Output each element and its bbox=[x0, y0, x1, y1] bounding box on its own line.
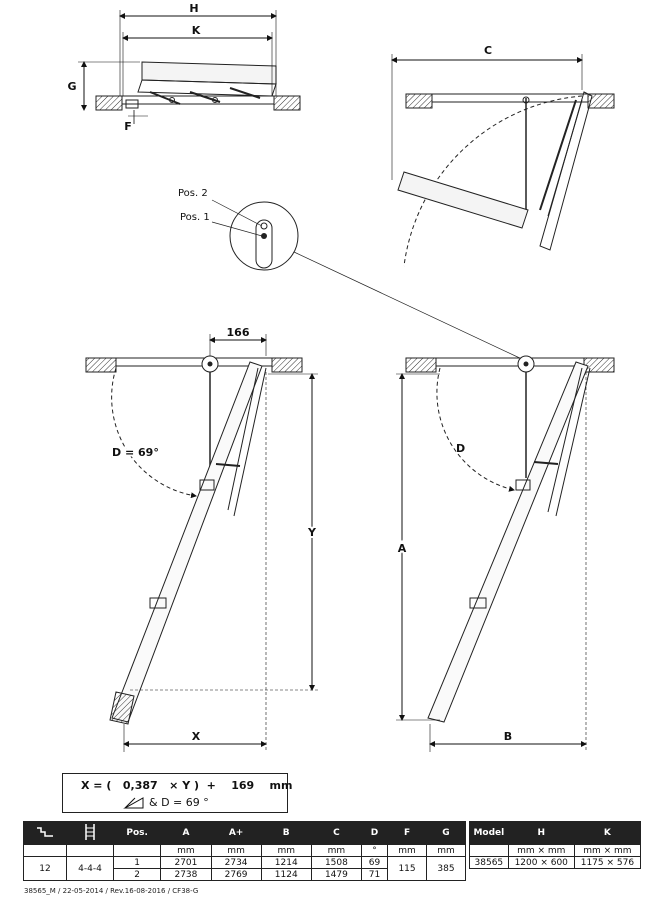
steps-value: 12 bbox=[23, 856, 67, 881]
col-pos: Pos. bbox=[112, 821, 162, 845]
col-model: Model bbox=[469, 821, 509, 845]
folded-view: H K G F bbox=[67, 2, 301, 133]
unfolded-view-left: 166 Y X D = 69° bbox=[85, 326, 319, 752]
label-X: X bbox=[192, 730, 201, 743]
label-F: F bbox=[124, 120, 132, 133]
formula-line1: X = ( 0,387 × Y ) + 169 mm bbox=[81, 779, 293, 792]
col-B: B bbox=[260, 821, 312, 845]
label-C: C bbox=[484, 44, 492, 57]
label-pos2: Pos. 2 bbox=[178, 188, 208, 199]
table-row: 2 2738 2769 1124 1479 71 bbox=[24, 868, 466, 881]
detail-circle: Pos. 2 Pos. 1 bbox=[178, 188, 525, 361]
pattern-value: 4-4-4 bbox=[66, 856, 114, 881]
opening-view: C bbox=[391, 44, 615, 267]
table-row: 12 4-4-4 1 2701 2734 1214 1508 69 115 38… bbox=[23, 856, 466, 881]
table-row: 38565 1200 × 600 1175 × 576 bbox=[469, 856, 642, 869]
unfolded-view-right: A B D bbox=[396, 355, 615, 752]
col-H: H bbox=[507, 821, 575, 845]
model-table: Model H K mm × mm mm × mm 38565 1200 × 6… bbox=[469, 821, 642, 869]
formula-box: X = ( 0,387 × Y ) + 169 mm & D = 69 ° bbox=[62, 773, 292, 813]
col-G: G bbox=[426, 821, 466, 845]
label-G: G bbox=[67, 80, 76, 93]
label-166: 166 bbox=[227, 326, 250, 339]
spec-table: Pos. A A+ B C D F G mm mm mm mm ° mm mm … bbox=[23, 821, 466, 881]
label-H: H bbox=[189, 2, 198, 15]
units-row: mm × mm mm × mm bbox=[469, 844, 642, 857]
label-Y: Y bbox=[307, 526, 317, 539]
steps-icon bbox=[23, 821, 67, 845]
technical-drawing: H K G F C Pos. 2 Pos. 1 bbox=[67, 2, 615, 752]
ladder-angle-icon bbox=[123, 797, 144, 809]
label-D69: D = 69° bbox=[112, 446, 159, 459]
G-value: 385 bbox=[426, 856, 466, 881]
label-A: A bbox=[398, 542, 407, 555]
units-row: mm mm mm mm ° mm mm bbox=[23, 844, 466, 857]
label-pos1: Pos. 1 bbox=[180, 212, 210, 223]
col-C: C bbox=[310, 821, 362, 845]
col-D: D bbox=[360, 821, 389, 845]
col-F: F bbox=[387, 821, 427, 845]
col-K: K bbox=[573, 821, 642, 845]
F-value: 115 bbox=[387, 856, 427, 881]
ladder-icon bbox=[66, 821, 114, 845]
col-A: A bbox=[160, 821, 212, 845]
footer-code: 38565_M / 22-05-2014 / Rev.16-08-2016 / … bbox=[24, 887, 199, 895]
label-D: D bbox=[456, 442, 465, 455]
label-B: B bbox=[504, 730, 512, 743]
col-Aplus: A+ bbox=[210, 821, 262, 845]
formula-line2: & D = 69 ° bbox=[149, 796, 209, 809]
label-K: K bbox=[192, 24, 201, 37]
